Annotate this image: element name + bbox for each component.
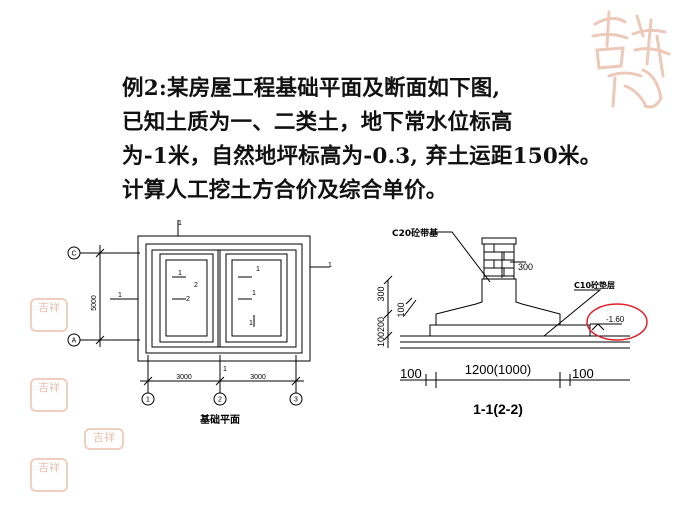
plan-section-mark-room1: 2 bbox=[194, 282, 198, 289]
plan-dim-vertical: 5000 bbox=[91, 295, 98, 311]
plan-section-mark-top: 1 bbox=[178, 220, 182, 227]
seal-decoration-3: 吉祥 bbox=[84, 428, 124, 450]
plan-section-mark-left: 1 bbox=[118, 292, 122, 299]
axis-label-a: A bbox=[72, 338, 77, 345]
axis-label-1: 1 bbox=[146, 397, 150, 404]
calligraphy-image bbox=[591, 10, 671, 109]
plan-caption: 基础平面 bbox=[199, 413, 240, 426]
calligraphy-decoration bbox=[585, 6, 675, 116]
plan-section-mark-room1-bot: 2 bbox=[186, 296, 190, 303]
plan-section-mark-bottom: 1 bbox=[223, 366, 227, 373]
plan-dim-right: 3000 bbox=[250, 374, 266, 381]
foundation-plan-drawing: C A 1 2 3 5000 3000 3000 1 1 2 1 2 1 1 1… bbox=[67, 220, 332, 426]
dim-100200: 100200 bbox=[376, 317, 386, 347]
plan-section-mark-room2-top: 1 bbox=[256, 266, 260, 273]
elevation-label: -1.60 bbox=[606, 315, 625, 324]
plan-section-mark-room2-bot: 1 bbox=[252, 290, 256, 297]
plan-dim-left: 3000 bbox=[176, 374, 192, 381]
seal-decoration-2: 吉祥 bbox=[30, 378, 68, 412]
problem-line-4: 计算人工挖土方合价及综合单价。 bbox=[122, 178, 448, 203]
axis-label-3: 3 bbox=[294, 397, 298, 404]
plan-section-mark-room2-mid: 1 bbox=[249, 320, 253, 327]
foundation-section-drawing: C20砼带基 C10砼垫层 300 300 100 100200 100 120… bbox=[376, 227, 648, 417]
axis-label-2: 2 bbox=[218, 397, 222, 404]
seal-decoration-4: 吉祥 bbox=[30, 458, 68, 492]
problem-statement: 例2:某房屋工程基础平面及断面如下图, 已知土质为一、二类土，地下常水位标高 为… bbox=[122, 72, 672, 208]
problem-line-2: 已知土质为一、二类土，地下常水位标高 bbox=[122, 110, 513, 135]
dim-300-left: 300 bbox=[376, 286, 386, 301]
problem-line-3: 为-1米，自然地坪标高为-0.3, 弃土运距150米。 bbox=[122, 144, 602, 169]
axis-label-c: C bbox=[71, 251, 76, 258]
plan-section-mark-right: 1 bbox=[328, 262, 332, 269]
section-caption: 1-1(2-2) bbox=[473, 401, 523, 417]
dim-100-left: 100 bbox=[396, 302, 406, 317]
dim-width: 1200(1000) bbox=[465, 362, 532, 377]
problem-line-1: 例2:某房屋工程基础平面及断面如下图, bbox=[122, 76, 501, 101]
label-c10: C10砼垫层 bbox=[574, 280, 615, 290]
dim-100-right-bottom: 100 bbox=[572, 366, 594, 381]
annotation-circle bbox=[586, 303, 648, 341]
dim-100-left-bottom: 100 bbox=[400, 366, 422, 381]
seal-decoration-1: 吉祥 bbox=[30, 298, 68, 332]
label-c20: C20砼带基 bbox=[392, 227, 439, 239]
plan-section-mark-room1-top: 1 bbox=[178, 270, 182, 277]
dim-300-top: 300 bbox=[518, 262, 533, 272]
